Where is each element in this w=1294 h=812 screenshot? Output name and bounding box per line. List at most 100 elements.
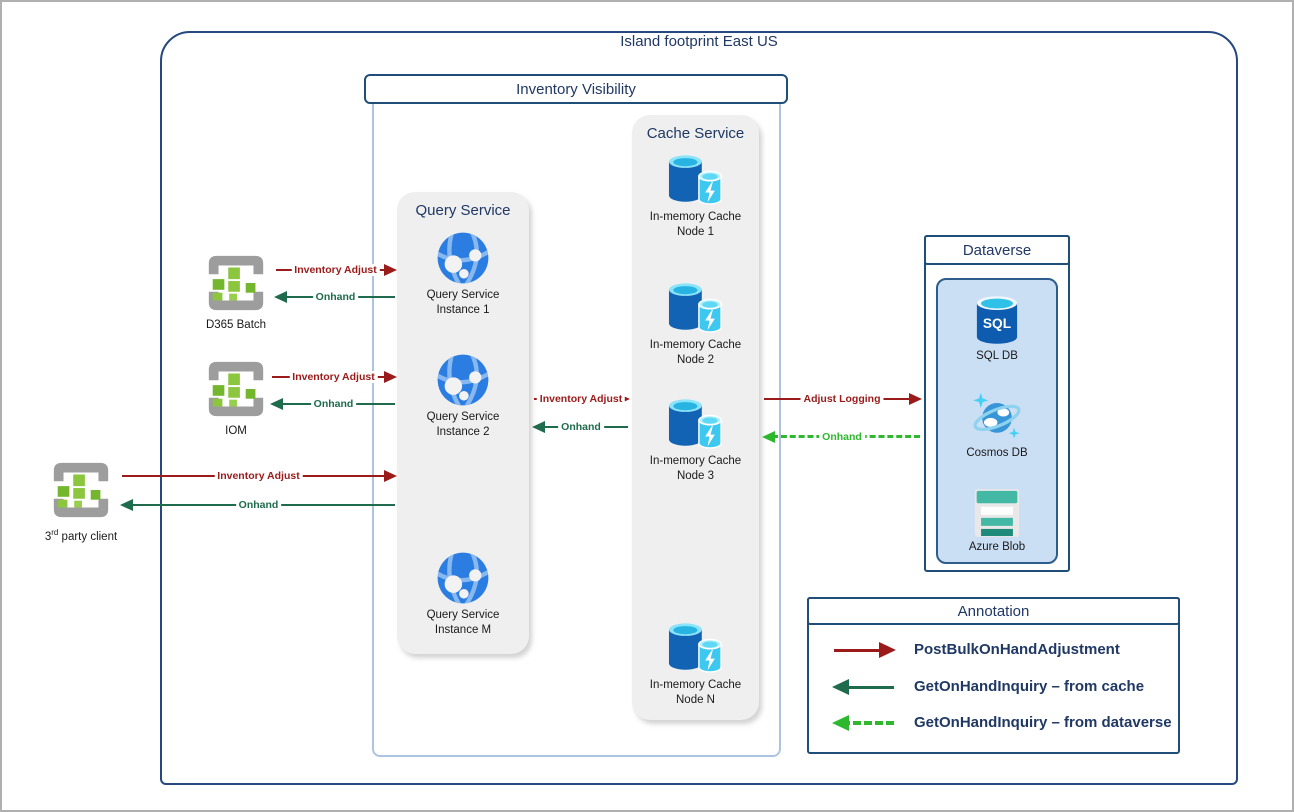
redis-cache-icon <box>665 620 727 676</box>
caption-line: In-memory Cache <box>649 339 742 351</box>
caption-sup: rd <box>51 528 59 537</box>
inventory-visibility-banner: Inventory Visibility <box>364 74 788 104</box>
flow-label: Onhand <box>819 431 865 443</box>
d365-batch-caption: D365 Batch <box>205 319 267 331</box>
caption-text: 3 <box>44 530 52 543</box>
query-instance-1-caption: Query Service Instance 1 <box>401 288 525 318</box>
flow-label: Onhand <box>235 499 282 511</box>
app-service-globe-icon <box>435 352 491 408</box>
arrow-head-icon <box>762 431 775 443</box>
arrow-head-icon <box>384 371 397 383</box>
iom-caption: IOM <box>225 425 247 437</box>
legend-arrow-getonhand-dataverse <box>832 715 896 731</box>
legend-arrow-getonhand-cache <box>832 679 896 695</box>
caption-line: Node 3 <box>676 470 715 482</box>
app-service-globe-icon <box>435 230 491 286</box>
d365-batch-node: D365 Batch <box>176 250 296 333</box>
cache-node-3: In-memory Cache Node 3 <box>634 396 757 484</box>
arrow-head-icon <box>270 398 283 410</box>
arrow-line <box>834 649 886 652</box>
cache-node-1-caption: In-memory Cache Node 1 <box>634 210 757 240</box>
caption-line: Node 1 <box>676 226 715 238</box>
redis-cache-icon <box>665 280 727 336</box>
caption-line: In-memory Cache <box>649 211 742 223</box>
query-instance-m-caption: Query Service Instance M <box>401 608 525 638</box>
dynamics-client-icon <box>203 356 269 422</box>
inventory-visibility-title: Inventory Visibility <box>516 80 636 98</box>
flow-query-to-thirdparty-onhand: Onhand <box>120 498 397 512</box>
arrow-head-icon <box>384 470 397 482</box>
caption-line: Instance 2 <box>436 426 490 438</box>
flow-query-to-iom-onhand: Onhand <box>270 397 397 411</box>
flow-label: Adjust Logging <box>800 393 884 405</box>
sql-database-icon <box>973 294 1021 347</box>
cosmos-db-node: Cosmos DB <box>936 390 1058 461</box>
cache-node-3-caption: In-memory Cache Node 3 <box>634 454 757 484</box>
flow-dataverse-to-cache-onhand: Onhand <box>762 430 922 444</box>
query-instance-2-caption: Query Service Instance 2 <box>401 410 525 440</box>
query-service-title: Query Service <box>415 202 511 219</box>
flow-label: Onhand <box>310 398 357 410</box>
flow-label: Inventory Adjust <box>536 393 626 405</box>
third-party-client-node: 3rd party client <box>21 457 141 545</box>
legend-arrow-postbulk <box>832 642 896 658</box>
caption-line: Instance 1 <box>436 304 490 316</box>
dynamics-client-icon <box>203 250 269 316</box>
redis-cache-icon <box>665 396 727 452</box>
azure-blob-node: Azure Blob <box>936 488 1058 555</box>
annotation-title: Annotation <box>957 602 1030 620</box>
dynamics-client-icon <box>48 457 114 523</box>
arrow-head-icon <box>384 264 397 276</box>
flow-label: Inventory Adjust <box>289 371 378 383</box>
flow-thirdparty-to-query-inventory-adjust: Inventory Adjust <box>120 469 397 483</box>
annotation-banner: Annotation <box>807 597 1180 625</box>
flow-label: Onhand <box>312 291 359 303</box>
cache-node-n: In-memory Cache Node N <box>634 620 757 708</box>
legend-label-getonhand-cache: GetOnHandInquiry – from cache <box>914 678 1145 695</box>
dataverse-title: Dataverse <box>962 241 1032 259</box>
flow-query-to-cache-inventory-adjust: Inventory Adjust <box>532 392 630 406</box>
sql-db-node: SQL DB <box>936 294 1058 364</box>
arrow-head-icon <box>832 679 849 695</box>
third-party-client-caption: 3rd party client <box>21 525 141 545</box>
azure-blob-icon <box>974 488 1020 538</box>
caption-line: In-memory Cache <box>649 679 742 691</box>
legend-label-postbulk: PostBulkOnHandAdjustment <box>914 641 1120 658</box>
cosmos-db-icon <box>970 390 1024 444</box>
cache-node-2: In-memory Cache Node 2 <box>634 280 757 368</box>
arrow-line <box>842 721 894 728</box>
arrow-head-icon <box>832 715 849 731</box>
arrow-head-icon <box>879 642 896 658</box>
flow-label: Inventory Adjust <box>291 264 380 276</box>
azure-blob-caption: Azure Blob <box>968 541 1026 553</box>
redis-cache-icon <box>665 152 727 208</box>
arrow-head-icon <box>120 499 133 511</box>
cache-node-2-caption: In-memory Cache Node 2 <box>634 338 757 368</box>
caption-line: Instance M <box>434 624 492 636</box>
app-service-globe-icon <box>435 550 491 606</box>
caption-line: Query Service <box>426 609 500 621</box>
legend-label-getonhand-dataverse: GetOnHandInquiry – from dataverse <box>914 714 1172 731</box>
flow-cache-to-dataverse-adjust-logging: Adjust Logging <box>762 392 922 406</box>
arrow-line <box>842 686 894 689</box>
flow-label: Onhand <box>558 421 604 433</box>
caption-line: Node N <box>676 694 715 706</box>
query-instance-m-node: Query Service Instance M <box>401 550 525 638</box>
arrow-head-icon <box>909 393 922 405</box>
island-container <box>160 31 1238 785</box>
query-instance-1-node: Query Service Instance 1 <box>401 230 525 318</box>
flow-query-to-d365-onhand: Onhand <box>274 290 397 304</box>
island-title: Island footprint East US <box>620 33 778 50</box>
arrow-head-icon <box>532 421 545 433</box>
query-instance-2-node: Query Service Instance 2 <box>401 352 525 440</box>
iom-node: IOM <box>176 356 296 439</box>
cache-node-n-caption: In-memory Cache Node N <box>634 678 757 708</box>
caption-text: party client <box>58 530 118 543</box>
caption-line: Node 2 <box>676 354 715 366</box>
cosmos-db-caption: Cosmos DB <box>966 447 1028 459</box>
dataverse-banner: Dataverse <box>924 235 1070 265</box>
sql-db-caption: SQL DB <box>976 350 1018 362</box>
flow-label: Inventory Adjust <box>214 470 303 482</box>
flow-d365-to-query-inventory-adjust: Inventory Adjust <box>274 263 397 277</box>
